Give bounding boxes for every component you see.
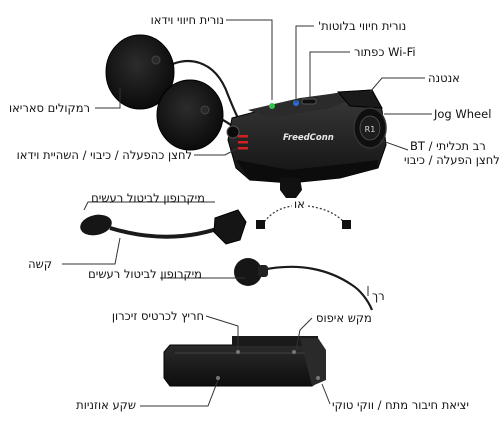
- label-antenna: אנטנה: [428, 71, 460, 85]
- red-accent-2: [238, 141, 248, 144]
- leader-wifi: [309, 51, 350, 99]
- leader-power: [194, 147, 239, 156]
- jog-wheel-label: R1: [365, 125, 376, 134]
- speaker-left: [106, 35, 174, 109]
- brand-logo: FreedConn: [283, 133, 334, 143]
- speaker-right-rim: [156, 79, 224, 151]
- label-speakers: רמקולים סאריאו: [8, 101, 90, 115]
- or-arc-left: [261, 205, 293, 226]
- jog-wheel-cap: [359, 115, 381, 141]
- label-multifunction-1: רב תכליתי / BT: [410, 139, 486, 153]
- leader-reset: [295, 317, 313, 351]
- leader-bt-led: [295, 25, 314, 103]
- label-multifunction-2: לחצן הפעלה / כיבוי: [404, 153, 500, 167]
- label-bt-led: נורית חיווי בלוטות': [318, 19, 407, 33]
- label-charging-port: יציאת חיבור מתח / ווקי טוקי: [332, 398, 469, 412]
- label-power-video: לחצן כהפעלה / כיבוי / השהיית וידאו: [16, 148, 192, 162]
- or-square-left: [256, 220, 265, 229]
- or-arc-right: [307, 205, 345, 223]
- antenna: [336, 89, 383, 109]
- label-video-led: נורית חיווי וידאו: [150, 13, 224, 27]
- label-jog-wheel: Jog Wheel: [434, 107, 492, 121]
- wifi-button: [301, 98, 317, 105]
- label-or: או: [294, 197, 305, 211]
- boom-arm: [109, 223, 229, 239]
- label-sd-slot: חריץ לכרטיס זיכרון: [111, 309, 204, 323]
- leader-jack: [140, 379, 219, 407]
- leader-hard: [62, 237, 121, 265]
- or-square-right: [342, 220, 351, 229]
- leader-antenna: [369, 77, 425, 93]
- label-soft: רך: [372, 289, 385, 303]
- device-side-top: [232, 336, 318, 346]
- device-side-body: [163, 344, 325, 387]
- speaker-left-center: [151, 55, 161, 65]
- speaker-right: [157, 80, 223, 150]
- leader-sd: [205, 315, 239, 350]
- label-wifi-button: כפתור Wi-Fi: [354, 45, 416, 59]
- sd-slot-dot: [236, 350, 240, 354]
- jack-dot: [216, 376, 220, 380]
- red-accent-1: [238, 135, 248, 138]
- red-accent-3: [238, 147, 248, 150]
- wired-mic-foam: [234, 258, 262, 286]
- label-mic-wired: מיקרופון לביטול רעשים: [88, 267, 202, 281]
- charge-dot: [316, 376, 320, 380]
- leader-charge: [321, 383, 331, 405]
- speaker-left-rim: [105, 34, 175, 110]
- device-side-end: [300, 338, 326, 386]
- label-mic-boom: מיקרופון לביטול רעשים: [91, 191, 205, 205]
- device-lower-panel: [236, 160, 378, 183]
- video-led: [269, 103, 275, 109]
- device-side-groove: [175, 352, 305, 354]
- boom-mic-foam: [80, 214, 112, 236]
- label-reset: מקש איפוס: [316, 311, 372, 325]
- wired-mic-plug: [258, 265, 268, 277]
- leader-speaker: [95, 88, 121, 109]
- leader-boom: [83, 201, 215, 211]
- reset-dot: [292, 350, 296, 354]
- speaker-right-center: [200, 105, 210, 115]
- label-hard: קשה: [28, 257, 52, 271]
- wired-mic-cable: [261, 265, 374, 311]
- boom-mic-base: [213, 209, 247, 245]
- leader-multi: [379, 139, 409, 151]
- camera-lens: [226, 125, 240, 139]
- device-top-plate: [248, 92, 360, 118]
- label-headphone-jack: שקע אוזניות: [76, 398, 136, 412]
- leader-video-led: [226, 19, 273, 100]
- mount-clip: [280, 178, 302, 198]
